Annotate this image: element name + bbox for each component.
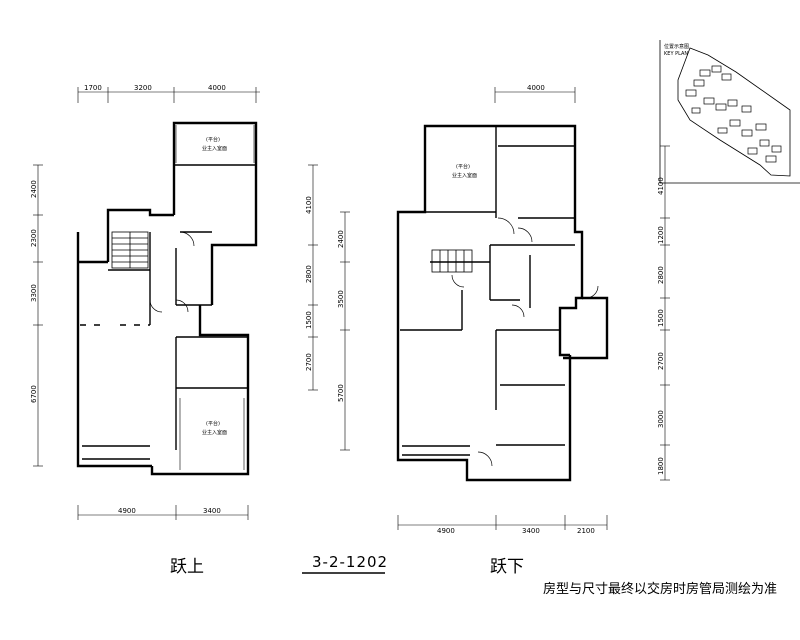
upper-dim-left-3: 3300 (30, 284, 38, 302)
lower-terrace-label: (平台) (456, 163, 470, 170)
upper-floor-caption: 跃上 (170, 557, 204, 577)
upper-terrace-sub-1: 业主入室面 (202, 145, 227, 152)
upper-dim-left-4: 6700 (30, 385, 38, 403)
site-boundary (677, 47, 791, 177)
key-plan-subtitle: KEY PLAN (664, 51, 688, 57)
upper-dim-top-3: 4000 (208, 84, 226, 92)
upper-dim-bottom-1: 4900 (118, 507, 136, 515)
site-buildings (685, 65, 782, 163)
upper-dim-bottom-2: 3400 (203, 507, 221, 515)
key-plan-title: 位置示意图 (664, 43, 689, 50)
unit-code: 3-2-1202 (312, 553, 389, 571)
lower-stair (431, 249, 473, 273)
upper-dim-right-2: 2800 (305, 265, 313, 283)
lower-dim-top-1: 4000 (527, 84, 545, 92)
upper-dim-left-1: 2400 (30, 180, 38, 198)
lower-dim-right-2: 1200 (657, 226, 665, 244)
upper-dim-right-1: 4100 (305, 196, 313, 214)
lower-dim-left-2: 3500 (337, 290, 345, 308)
upper-dimension-lines (33, 87, 318, 520)
lower-dim-bottom-3: 2100 (577, 527, 595, 535)
upper-floor-plan: (平台) 业主入室面 (平台) 业主入室面 1700 3200 4000 240… (30, 84, 318, 520)
upper-dim-right-3: 1500 (305, 311, 313, 329)
lower-dim-right-7: 1800 (657, 457, 665, 475)
upper-dim-left-2: 2300 (30, 229, 38, 247)
upper-dim-top-1: 1700 (84, 84, 102, 92)
lower-dim-left-1: 2400 (337, 230, 345, 248)
upper-dim-right-4: 2700 (305, 353, 313, 371)
disclaimer-note: 房型与尺寸最终以交房时房管局测绘为准 (543, 582, 778, 597)
key-plan: 位置示意图 KEY PLAN (659, 40, 800, 184)
upper-stair (111, 231, 149, 269)
lower-dim-right-3: 2800 (657, 266, 665, 284)
lower-dim-left-3: 5700 (337, 384, 345, 402)
lower-dim-bottom-2: 3400 (522, 527, 540, 535)
lower-dim-right-6: 3000 (657, 410, 665, 428)
lower-dimension-lines (340, 87, 670, 530)
lower-dim-right-1: 4100 (657, 177, 665, 195)
upper-terrace-label-2: (平台) (206, 420, 220, 427)
lower-dim-right-4: 1500 (657, 309, 665, 327)
lower-dim-bottom-1: 4900 (437, 527, 455, 535)
upper-terrace-sub-2: 业主入室面 (202, 429, 227, 436)
upper-terrace-label-1: (平台) (206, 136, 220, 143)
lower-terrace-sub: 业主入室面 (452, 172, 477, 179)
upper-dim-top-2: 3200 (134, 84, 152, 92)
lower-dim-right-5: 2700 (657, 352, 665, 370)
lower-floor-caption: 跃下 (490, 557, 524, 577)
lower-floor-plan: (平台) 业主入室面 4000 2400 3500 5700 4100 1200… (337, 84, 670, 535)
